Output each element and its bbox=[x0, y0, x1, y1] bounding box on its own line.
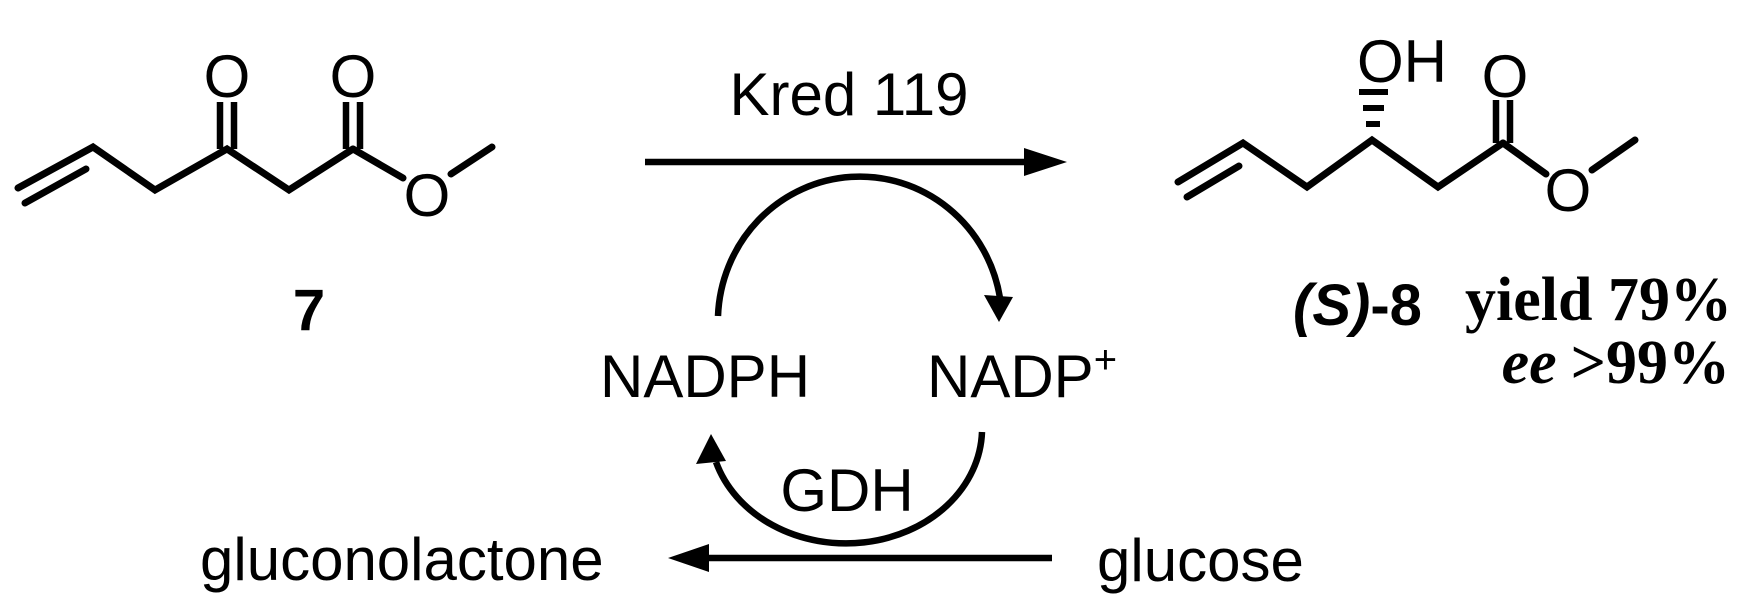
product-ester-single-bonds bbox=[1499, 136, 1639, 178]
nadp-to-nadph-arc bbox=[712, 431, 986, 547]
glucose-label: glucose bbox=[1097, 527, 1304, 594]
ee-label: ee>99% bbox=[1502, 329, 1730, 397]
product-id-number-label: -8 bbox=[1370, 273, 1422, 338]
product-id-label: (S)-8 bbox=[1293, 273, 1422, 338]
substrate-carbonyl-oxygen-label: O bbox=[330, 43, 377, 110]
nadph-to-nadp-arc bbox=[714, 173, 1004, 317]
gdh-label: GDH bbox=[780, 457, 913, 524]
nadph-arc-arrowhead-icon bbox=[696, 434, 726, 464]
product-stereo-hash-bond bbox=[1359, 89, 1388, 127]
ee-value-label: >99% bbox=[1571, 329, 1730, 397]
nadph-label: NADPH bbox=[600, 343, 810, 410]
substrate-ester-oxygen-label: O bbox=[404, 162, 451, 229]
product-skeleton-bond bbox=[1174, 135, 1507, 192]
substrate-structure: O O O 7 bbox=[14, 43, 496, 343]
nadp-charge-label: + bbox=[1094, 338, 1117, 382]
substrate-id-label: 7 bbox=[293, 278, 325, 343]
reaction-arrow: Kred 119 bbox=[645, 61, 1067, 176]
substrate-skeleton-bond bbox=[14, 142, 357, 195]
ee-italic-label: ee bbox=[1502, 329, 1557, 397]
nadp-arc-arrowhead-icon bbox=[984, 295, 1013, 322]
substrate-ester-double-bond bbox=[342, 102, 364, 149]
substrate-ketone-double-bond bbox=[216, 102, 238, 149]
product-carbonyl-oxygen-label: O bbox=[1482, 43, 1529, 110]
substrate-ketone-oxygen-label: O bbox=[204, 43, 251, 110]
nadp-base-label: NADP bbox=[927, 343, 1094, 410]
reaction-arrowhead-icon bbox=[1024, 148, 1067, 176]
product-hydroxyl-label: OH bbox=[1357, 28, 1447, 95]
product-ester-double-bond bbox=[1492, 100, 1514, 143]
product-structure: OH O O (S)-8 yield 79% ee>99% bbox=[1174, 28, 1732, 397]
cosubstrate-arrow: gluconolactone glucose bbox=[200, 526, 1304, 594]
gluconolactone-label: gluconolactone bbox=[200, 526, 604, 593]
nadp-label: NADP+ bbox=[927, 338, 1117, 410]
substrate-alkene-double-bond bbox=[21, 165, 90, 207]
product-ester-oxygen-label: O bbox=[1545, 157, 1592, 224]
yield-label: yield 79% bbox=[1465, 266, 1732, 334]
product-alkene-double-bond bbox=[1183, 162, 1243, 201]
cosubstrate-arrowhead-icon bbox=[668, 544, 709, 572]
cofactor-cycle: NADPH NADP+ GDH bbox=[600, 173, 1117, 547]
substrate-ester-single-bonds bbox=[349, 143, 496, 182]
product-stereodescriptor-label: (S) bbox=[1293, 273, 1370, 338]
enzyme-label: Kred 119 bbox=[729, 61, 968, 128]
